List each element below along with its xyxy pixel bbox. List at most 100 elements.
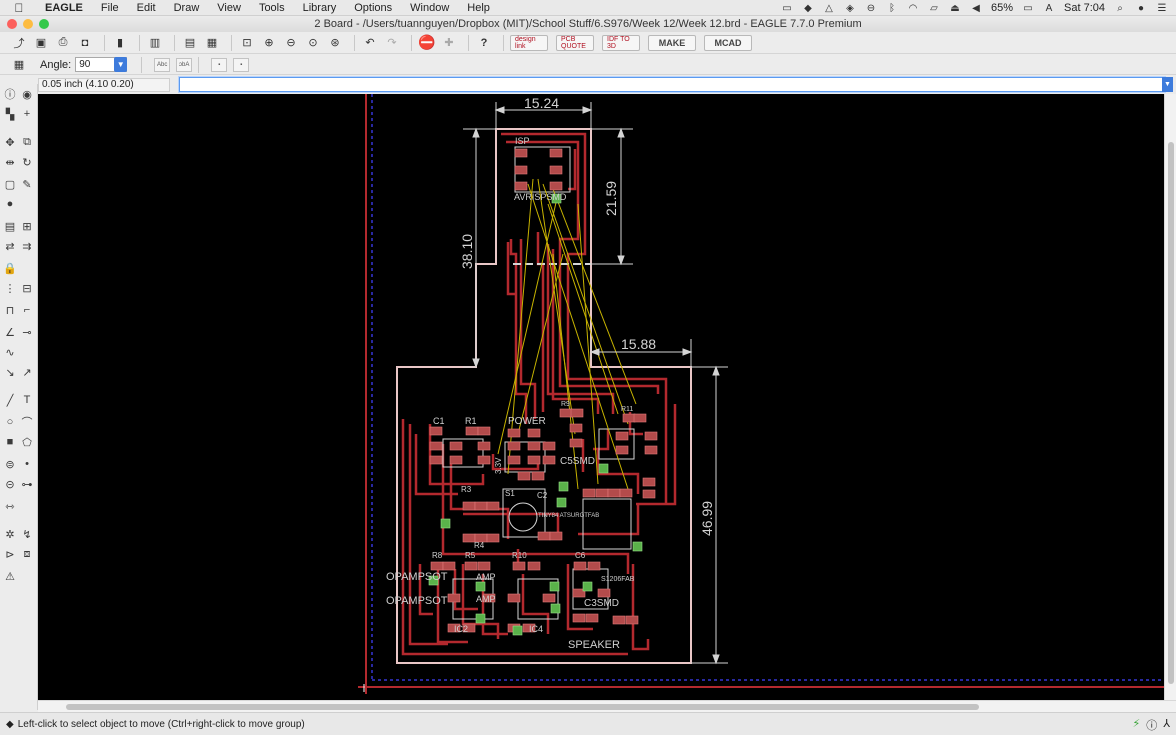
drive-icon[interactable]: △ [825,2,833,14]
do-not-disturb-icon[interactable]: ⊖ [866,2,876,14]
zoom-select-icon[interactable]: ⊛ [330,37,340,49]
change-icon[interactable]: ✎ [22,178,32,191]
mirror-text-icon[interactable]: Abc [154,57,171,72]
user-avatar-icon[interactable]: ● [1137,2,1145,14]
zoom-in-icon[interactable]: ⊕ [264,37,274,49]
signal-icon[interactable]: • [25,458,29,470]
command-line-input[interactable] [179,77,1165,92]
wire-icon[interactable]: ╱ [6,394,14,407]
menu-clock[interactable]: Sat 7:04 [1064,2,1105,14]
cam-processor-icon[interactable]: ◘ [81,36,89,49]
ratsnest-tool-icon[interactable]: ✲ [5,528,15,541]
save-icon[interactable]: ▣ [35,37,47,49]
move-icon[interactable]: ✥ [5,136,15,149]
info-icon[interactable]: ⓘ [4,89,16,101]
pcb-quote-button[interactable]: PCB QUOTE [556,34,594,51]
group-icon[interactable]: ▪ [233,57,250,72]
command-history-dropdown[interactable]: ▼ [1162,77,1173,92]
lock-icon[interactable]: 🔒 [3,262,17,275]
errors-warning-icon[interactable]: ⚠ [5,570,15,583]
replace-icon[interactable]: ⇄ [5,240,15,253]
menu-app-eagle[interactable]: EAGLE [45,1,83,14]
rectangle-icon[interactable]: ■ [6,436,14,448]
horizontal-scroll-thumb[interactable] [66,704,979,710]
bluetooth-icon[interactable]: ᛒ [888,2,895,14]
close-window-button[interactable] [7,19,17,29]
spin-text-icon[interactable]: ↄbA [176,57,193,72]
value-icon[interactable]: ⊟ [22,282,32,295]
status-info-icon[interactable]: ⓘ [1146,720,1158,732]
cloud-icon[interactable]: ◈ [846,2,854,14]
group-tool-icon[interactable]: ▢ [4,178,16,191]
minimize-window-button[interactable] [23,19,33,29]
arc-icon[interactable]: ⌒ [21,417,33,429]
apple-menu-icon[interactable]:  [12,1,26,15]
undo-icon[interactable]: ↶ [365,37,375,49]
angle-select[interactable]: 90 ▼ [75,57,128,72]
zoom-window-button[interactable] [39,19,49,29]
redraw-icon[interactable]: ⊙ [308,37,318,49]
autorouter-icon[interactable]: ↯ [22,528,32,541]
make-button[interactable]: MAKE [648,34,696,51]
split-icon[interactable]: ⊓ [5,304,15,317]
mcad-button[interactable]: MCAD [704,34,752,51]
volume-icon[interactable]: ◀ [972,2,980,14]
board-canvas[interactable]: 15.24 21.59 38.10 15.88 46.99 ISP AVRISP… [38,94,1176,700]
menu-options[interactable]: Options [354,1,393,14]
zoom-out-icon[interactable]: ⊖ [286,37,296,49]
open-icon[interactable]: ⤴ [13,37,25,50]
layer-settings-icon[interactable]: ▤ [184,37,196,49]
menu-window[interactable]: Window [410,1,450,14]
menu-help[interactable]: Help [467,1,490,14]
dimension-icon[interactable]: ⇿ [5,500,15,513]
name-icon[interactable]: ⇉ [22,240,32,253]
erc-icon[interactable]: ⊳ [5,548,15,561]
switch-schematic-icon[interactable]: ▦ [206,37,218,49]
wave-icon[interactable]: ∿ [5,346,15,359]
vertical-scroll-thumb[interactable] [1168,142,1174,684]
hole-icon[interactable]: ⊝ [5,478,15,491]
smash-icon[interactable]: ⋮ [4,282,16,295]
menu-edit[interactable]: Edit [136,1,156,14]
menu-draw[interactable]: Draw [173,1,200,14]
attribute-icon[interactable]: ⊶ [21,478,33,491]
run-ulp-icon[interactable]: ▮ [116,37,124,49]
mark-icon[interactable]: + [23,108,31,120]
go-icon[interactable]: ✚ [444,37,454,49]
via-icon[interactable]: ⊜ [5,458,15,471]
design-link-button[interactable]: design link [510,34,548,51]
airplay-icon[interactable]: ▱ [930,2,938,14]
eject-icon[interactable]: ⏏ [950,2,960,14]
meander-icon[interactable]: ⊸ [22,326,32,339]
menu-tools[interactable]: Tools [258,1,285,14]
screen-share-icon[interactable]: ▭ [782,2,792,14]
lightning-icon[interactable]: ⚡ [1132,718,1141,730]
zoom-fit-icon[interactable]: ⊡ [242,37,252,49]
menu-library[interactable]: Library [302,1,337,14]
chevron-down-icon[interactable]: ▼ [114,57,128,72]
text-icon[interactable]: T [23,394,31,406]
help-icon[interactable]: ? [480,36,488,49]
spotlight-search-icon[interactable]: ⌕ [1117,2,1123,14]
script-icon[interactable]: ▥ [149,37,161,49]
drc-icon[interactable]: ⧈ [23,547,31,560]
copy-icon[interactable]: ⧉ [23,135,31,148]
show-icon[interactable]: ◉ [22,88,32,101]
miter-icon[interactable]: ⌐ [23,304,31,316]
menu-file[interactable]: File [100,1,119,14]
wifi-icon[interactable]: ◠ [908,2,918,14]
menu-view[interactable]: View [217,1,241,14]
stop-icon[interactable]: ⛔ [418,34,436,50]
status-drc-icon[interactable]: ⅄ [1163,718,1170,730]
display-layers-icon[interactable]: ▚ [5,108,15,121]
vertical-scrollbar[interactable] [1164,94,1176,700]
rotate-icon[interactable]: ↻ [22,156,32,169]
optimize-icon[interactable]: ∠ [5,326,15,339]
ripup-icon[interactable]: ↗ [22,366,32,379]
notification-center-icon[interactable]: ☰ [1157,2,1167,14]
dropbox-icon[interactable]: ◆ [804,2,812,14]
input-source-icon[interactable]: A [1045,2,1053,14]
redo-icon[interactable]: ↷ [387,37,397,49]
battery-icon[interactable]: ▭ [1023,2,1033,14]
polygon-icon[interactable]: ⬠ [22,436,32,449]
